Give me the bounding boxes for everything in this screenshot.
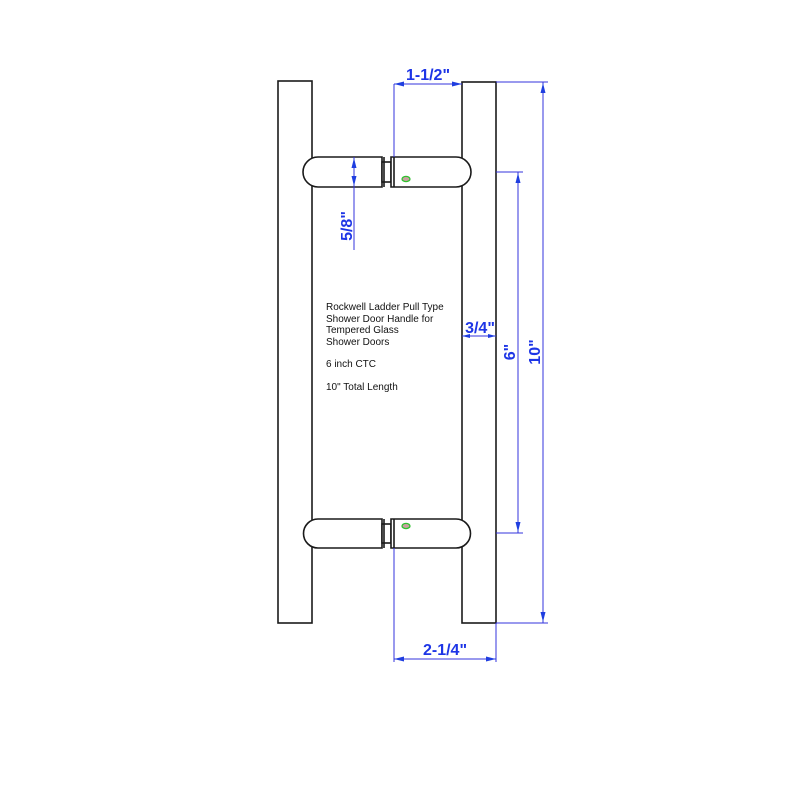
dimension-standoff-diameter: 5/8" (339, 157, 357, 250)
length-note: 10" Total Length (326, 381, 398, 393)
dimension-overall-projection: 2-1/4" (393, 548, 497, 662)
title-line: Shower Door Handle for (326, 313, 434, 325)
svg-text:10": 10" (527, 339, 544, 364)
svg-text:3/4": 3/4" (465, 320, 495, 337)
dimension-post-gap: 1-1/2" (393, 67, 462, 157)
svg-text:1-1/2": 1-1/2" (406, 67, 450, 84)
svg-text:6": 6" (502, 344, 519, 360)
ctc-note: 6 inch CTC (326, 359, 377, 370)
bottom-set-screw-icon (401, 522, 411, 530)
title-line: Shower Doors (326, 336, 390, 348)
top-standoff (302, 156, 472, 188)
title-line: Tempered Glass (326, 325, 399, 336)
dimension-total-length: 10" (496, 81, 548, 624)
dimension-post-width: 3/4" (462, 320, 496, 338)
bottom-standoff (302, 518, 472, 549)
top-set-screw-icon (401, 175, 411, 183)
svg-text:2-1/4": 2-1/4" (423, 642, 467, 659)
title-line: Rockwell Ladder Pull Type (326, 302, 444, 313)
dimension-center-to-center: 6" (496, 171, 523, 534)
svg-text:5/8": 5/8" (339, 211, 356, 241)
product-description-note: Rockwell Ladder Pull Type Shower Door Ha… (326, 302, 444, 393)
